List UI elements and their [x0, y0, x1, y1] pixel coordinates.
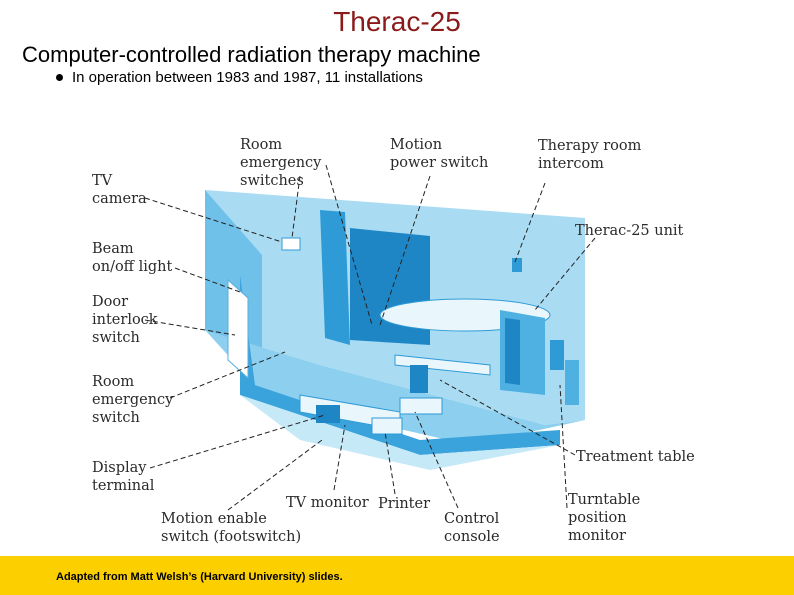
label-turntable-position-monitor: Turntable position monitor	[568, 491, 640, 545]
label-tv-camera: TV camera	[92, 172, 147, 208]
label-door-interlock-switch: Door interlock switch	[92, 293, 158, 347]
footer-bar: Adapted from Matt Welsh’s (Harvard Unive…	[0, 556, 794, 595]
door-column	[320, 210, 350, 345]
label-therapy-room-intercom: Therapy room intercom	[538, 137, 641, 173]
footer-credit: Adapted from Matt Welsh’s (Harvard Unive…	[56, 571, 343, 583]
label-therac25-unit: Therac-25 unit	[575, 222, 683, 240]
label-control-console: Control console	[444, 510, 500, 546]
table-base	[410, 365, 428, 393]
label-motion-enable-switch: Motion enable switch (footswitch)	[161, 510, 301, 546]
door-panel	[228, 280, 248, 378]
wall-switch-box	[282, 238, 300, 250]
intercom-box	[512, 258, 522, 272]
printer-box	[372, 418, 402, 434]
display-terminal-box	[316, 405, 340, 423]
gantry-dark	[505, 318, 520, 385]
label-display-terminal: Display terminal	[92, 459, 154, 495]
side-cabinet	[565, 360, 579, 405]
label-beam-onoff-light: Beam on/off light	[92, 240, 172, 276]
control-console-box	[400, 398, 442, 414]
label-motion-power-switch: Motion power switch	[390, 136, 488, 172]
label-room-emergency-switches: Room emergency switches	[240, 136, 321, 190]
label-room-emergency-switch: Room emergency switch	[92, 373, 173, 427]
label-printer: Printer	[378, 495, 430, 513]
turntable-monitor-box	[550, 340, 564, 370]
label-treatment-table: Treatment table	[576, 448, 695, 466]
